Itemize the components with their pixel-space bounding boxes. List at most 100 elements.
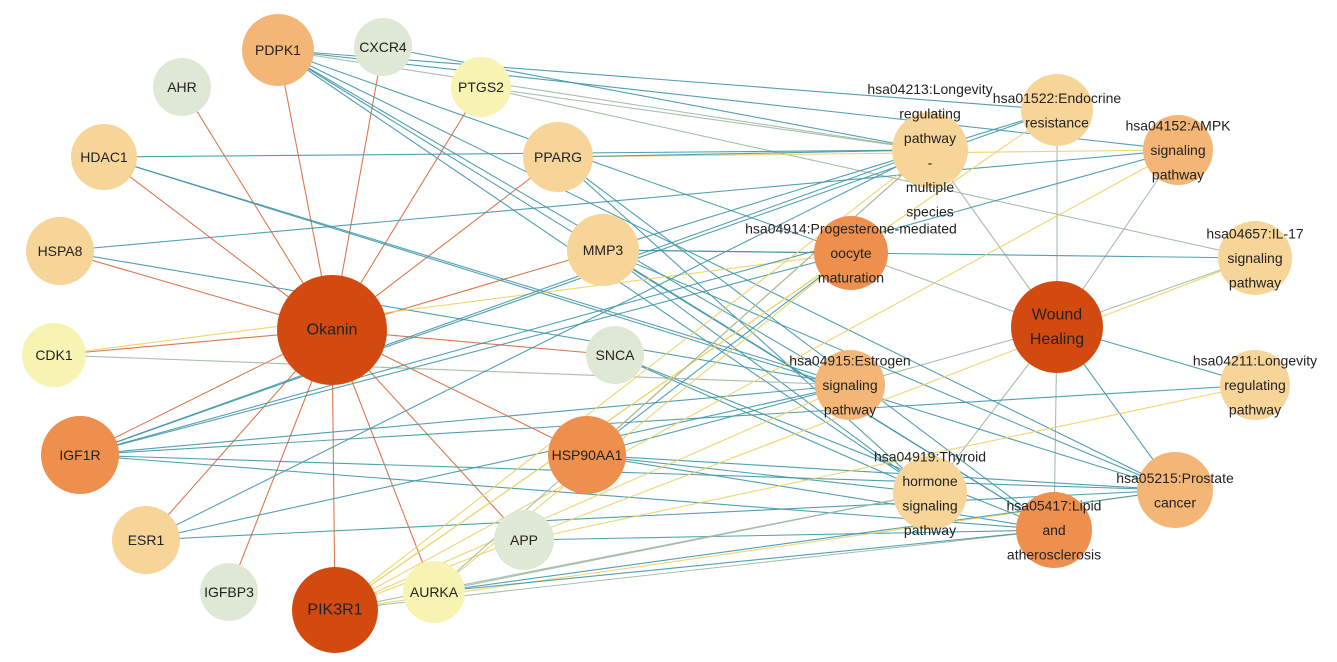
edge-igf1r-p04914 [79,252,852,456]
node-hdac1[interactable]: HDAC1 [71,124,137,190]
node-circle-hdac1 [71,124,137,190]
edge-hspa8-p04152 [59,149,1179,252]
node-label-p05417: and [1042,522,1065,538]
node-label-okanin: Okanin [307,322,358,339]
edge-mmp3-p04919 [602,249,931,494]
node-circle-aurka [403,561,465,623]
node-circle-pparg [523,122,593,192]
edge-esr1-p04213 [145,149,931,541]
node-cxcr4[interactable]: CXCR4 [354,18,412,76]
node-cdk1[interactable]: CDK1 [22,323,86,387]
node-label-p04919: pathway [904,522,956,538]
node-circle-pdpk1 [242,14,314,86]
node-esr1[interactable]: ESR1 [112,506,180,574]
node-label-p04914: maturation [818,270,884,286]
node-pparg[interactable]: PPARG [523,122,593,192]
node-circle-p04213 [892,112,968,188]
node-ahr[interactable]: AHR [153,58,211,116]
node-circle-cdk1 [22,323,86,387]
edge-app-p04211 [523,384,1256,541]
node-circle-ahr [153,58,211,116]
node-circle-p05417 [1016,492,1092,568]
node-label-p05417: hsa05417:Lipid [1007,498,1102,514]
edge-cdk1-p04914 [53,252,852,356]
node-snca[interactable]: SNCA [586,326,644,384]
node-label-p04213: hsa04213:Longevity [867,81,992,97]
node-label-p01522: hsa01522:Endocrine [993,90,1122,106]
node-label-p04915: pathway [824,402,876,418]
node-circle-mmp3 [567,214,639,286]
edge-pparg-p04152 [557,149,1179,158]
edge-pdpk1-p04152 [277,49,1179,151]
edge-pparg-p04919 [557,156,931,494]
edge-hsp90aa1-p04919 [586,454,931,494]
node-label-p04914: hsa04914:Progesterone-mediated [745,221,957,237]
node-label-cxcr4: CXCR4 [359,39,407,55]
node-igf1r[interactable]: IGF1R [41,416,119,494]
edge-pdpk1-p04915 [277,49,851,386]
node-p04914[interactable]: hsa04914:Progesterone-mediated oocyte matu… [745,216,957,290]
node-p04213[interactable]: hsa04213:Longevityregulatingpathway-mult… [867,81,992,220]
edge-cdk1-p04915 [53,354,851,386]
node-mmp3[interactable]: MMP3 [567,214,639,286]
node-label-p04919: hsa04919:Thyroid [874,448,986,464]
edge-hsp90aa1-p04914 [586,252,852,456]
node-label-p04213: multiple [906,179,954,195]
node-label-p05215: hsa05215:Prostate [1116,470,1234,486]
node-label-p04657: signaling [1227,250,1282,266]
node-app[interactable]: APP [494,510,554,570]
node-label-pik3r1: PIK3R1 [307,602,362,619]
node-okanin[interactable]: Okanin [277,275,387,385]
node-pdpk1[interactable]: PDPK1 [242,14,314,86]
edge-hspa8-p04915 [59,250,851,386]
node-label-mmp3: MMP3 [583,242,624,258]
node-label-app: APP [510,532,538,548]
node-label-p04657: pathway [1229,275,1281,291]
node-label-p04213: regulating [899,105,961,121]
node-ptgs2[interactable]: PTGS2 [451,57,511,117]
node-label-p04152: hsa04152:AMPK [1125,118,1231,134]
node-circle-hspa8 [26,217,94,285]
node-circle-app [494,510,554,570]
node-igfbp3[interactable]: IGFBP3 [200,563,258,621]
node-label-p04915: hsa04915:Estrogen [789,353,910,369]
node-circle-wound [1011,281,1103,373]
node-label-p04213: - [928,154,933,170]
node-label-p04211: hsa04211:Longevity [1193,353,1317,369]
node-label-aurka: AURKA [410,584,459,600]
edge-igf1r-p04211 [79,384,1256,456]
edge-esr1-p05215 [145,489,1176,541]
edge-pik3r1-p04152 [334,149,1179,611]
node-label-p04919: signaling [902,497,957,513]
node-pik3r1[interactable]: PIK3R1 [292,567,378,653]
edge-ptgs2-p04213 [480,86,931,151]
node-circle-igf1r [41,416,119,494]
edge-hdac1-p04213 [103,149,931,158]
node-aurka[interactable]: AURKA [403,561,465,623]
node-label-p04914: oocyte [830,245,871,261]
edge-igf1r-p05417 [79,454,1055,531]
node-label-pdpk1: PDPK1 [255,42,301,58]
node-circle-p01522 [1021,74,1093,146]
node-circle-cxcr4 [354,18,412,76]
edge-hdac1-p05215 [103,156,1176,491]
node-hsp90aa1[interactable]: HSP90AA1 [548,416,626,494]
node-circle-p04657 [1218,221,1292,295]
node-hspa8[interactable]: HSPA8 [26,217,94,285]
node-label-hsp90aa1: HSP90AA1 [552,447,623,463]
edge-esr1-p04915 [145,384,851,541]
node-circle-p05215 [1137,452,1213,528]
edge-pparg-p05417 [557,156,1055,531]
edge-hsp90aa1-p04915 [586,384,851,456]
